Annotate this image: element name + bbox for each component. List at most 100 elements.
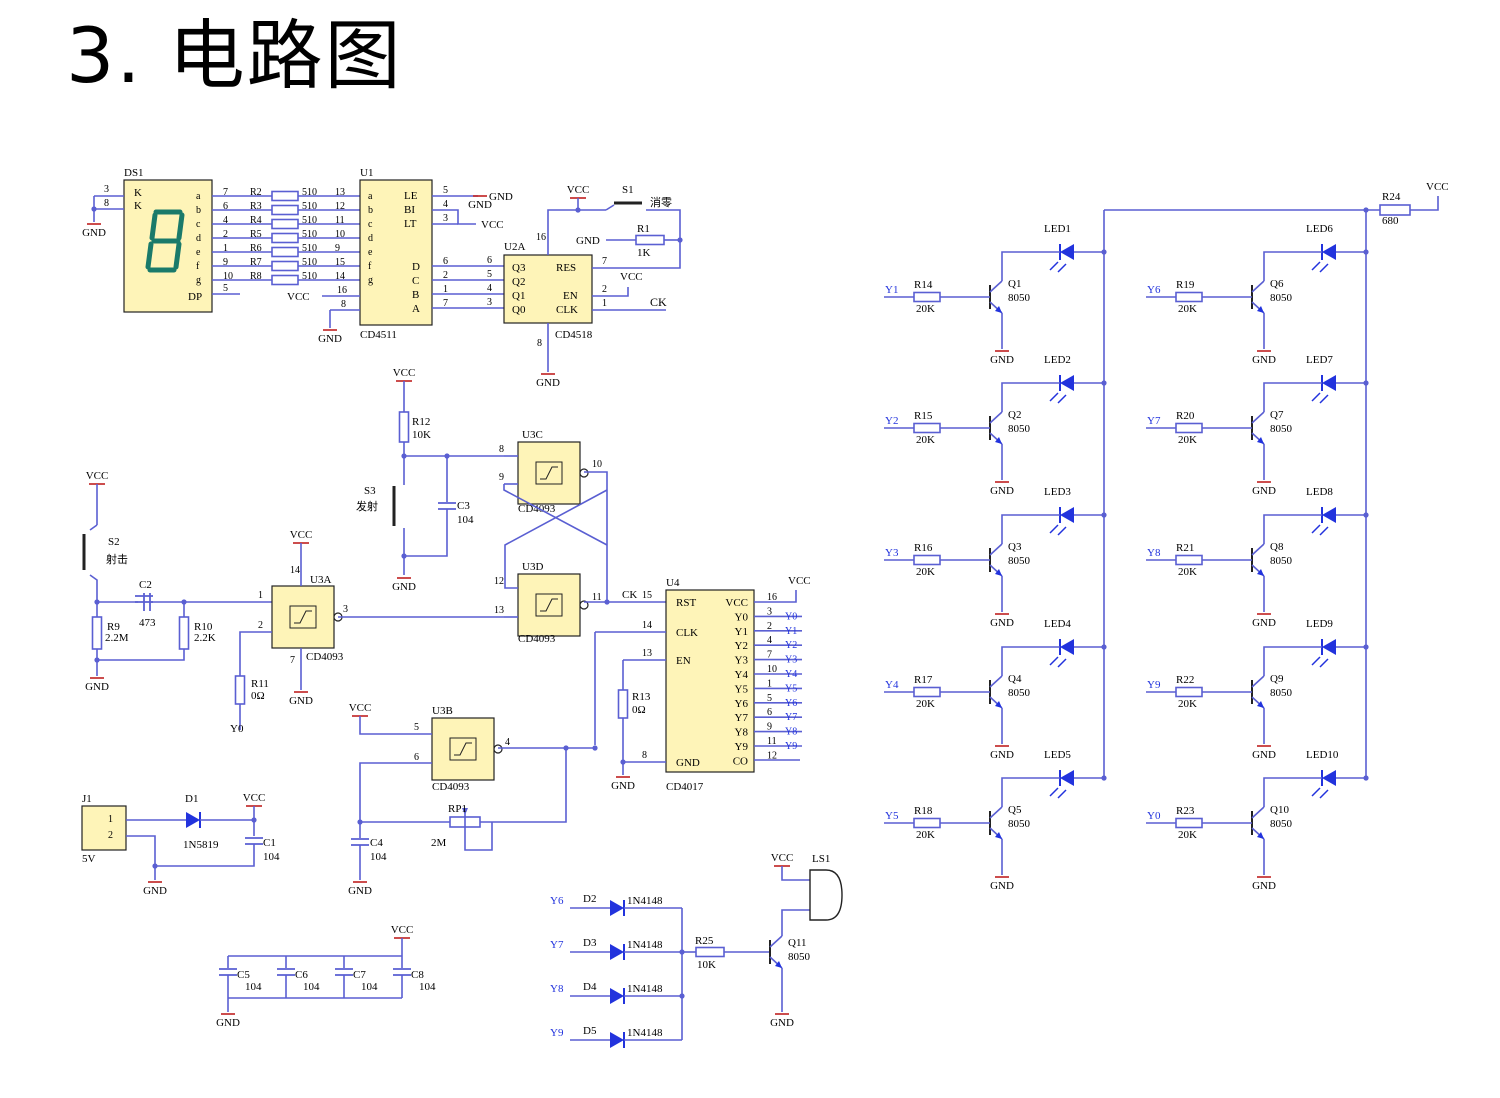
emitter-arrow — [995, 437, 1002, 444]
rb-label: R22 — [1176, 674, 1194, 686]
diode-D5 — [610, 1032, 624, 1048]
gnd-label: GND — [770, 1017, 794, 1029]
wire — [1001, 514, 1060, 544]
rb-label: R16 — [914, 542, 933, 554]
ds1-dp: DP — [188, 291, 202, 303]
seg-label: c — [196, 219, 201, 230]
vcc-label: VCC — [567, 184, 590, 196]
wire — [239, 631, 272, 676]
q-label: Q10 — [1270, 804, 1289, 816]
u1-seg: g — [368, 275, 373, 286]
label: BI — [404, 204, 415, 216]
junction-dot — [604, 599, 610, 605]
label: CLK — [556, 304, 578, 316]
rb-val: 20K — [916, 434, 935, 446]
label: VCC — [620, 271, 643, 283]
u3a-part: CD4093 — [306, 651, 344, 663]
emitter-arrow — [1257, 701, 1264, 708]
u4-pin-num: 3 — [767, 606, 772, 617]
emitter-arrow — [1257, 569, 1264, 576]
label: 473 — [139, 617, 156, 629]
rb-label: R23 — [1176, 805, 1195, 817]
label: D2 — [583, 893, 596, 905]
rb-label: R14 — [914, 279, 933, 291]
u4-pin-name: Y9 — [735, 741, 749, 753]
ls1-label: LS1 — [812, 853, 830, 865]
u1-pin: 13 — [335, 187, 345, 198]
y-net: Y9 — [1147, 679, 1161, 691]
u4-pin-name: VCC — [725, 597, 748, 609]
junction-dot — [91, 206, 97, 212]
y-net: Y4 — [785, 669, 797, 680]
wire — [1263, 382, 1322, 412]
label: 4 — [443, 199, 448, 210]
y-net: Y8 — [785, 727, 797, 738]
u1-seg: f — [368, 261, 372, 272]
label: 4 — [505, 737, 510, 748]
label: VCC — [481, 219, 504, 231]
gnd-label: GND — [1252, 485, 1276, 497]
junction-dot — [620, 759, 626, 765]
q-val: 8050 — [1008, 818, 1031, 830]
res-val: 510 — [302, 215, 317, 226]
rb-label: R18 — [914, 805, 933, 817]
vcc-label: VCC — [86, 470, 109, 482]
wire — [1263, 514, 1322, 544]
label: 8050 — [788, 951, 811, 963]
ds1-label: DS1 — [124, 167, 144, 179]
resistor-r9 — [91, 616, 103, 650]
wire — [480, 748, 567, 823]
wire — [1263, 251, 1322, 281]
ck-net: CK — [650, 295, 667, 309]
res-label: R7 — [250, 257, 262, 268]
resistor-R18 — [913, 817, 941, 829]
wire — [89, 574, 98, 602]
label: 5 — [414, 722, 419, 733]
s3-label: S3 — [364, 485, 376, 497]
u4-pin-num: 16 — [767, 592, 777, 603]
label: C6 — [295, 969, 308, 981]
label: 104 — [457, 514, 474, 526]
q-val: 8050 — [1270, 292, 1293, 304]
seg-label: b — [196, 205, 201, 216]
resistor-r13 — [617, 689, 629, 719]
label: R25 — [695, 935, 714, 947]
junction-dot — [1363, 775, 1369, 781]
label: 1K — [637, 247, 651, 259]
s1-label: S1 — [622, 184, 634, 196]
junction-dot — [401, 553, 407, 559]
led-arrow — [1049, 392, 1059, 402]
wire — [97, 649, 185, 661]
resistor-R2 — [271, 190, 299, 202]
gnd-label: GND — [1252, 749, 1276, 761]
wire — [1410, 196, 1439, 211]
label: 104 — [263, 851, 280, 863]
q-label: Q8 — [1270, 541, 1284, 553]
led-LED4 — [1060, 639, 1074, 655]
resistor-R21 — [1175, 554, 1203, 566]
label: 680 — [1382, 215, 1399, 227]
emitter-arrow — [995, 569, 1002, 576]
led-arrow — [1049, 656, 1059, 666]
label: D — [412, 261, 420, 273]
resistor-R5 — [271, 232, 299, 244]
seg-label: a — [196, 191, 201, 202]
gnd-label: GND — [990, 617, 1014, 629]
gnd-label: GND — [82, 227, 106, 239]
gnd-label: GND — [1252, 354, 1276, 366]
u4-pin-num: 12 — [767, 750, 777, 761]
resistor-r12 — [398, 411, 410, 443]
gnd-label: GND — [1252, 880, 1276, 892]
q-label: Q6 — [1270, 278, 1284, 290]
q-val: 8050 — [1008, 292, 1031, 304]
emitter-arrow — [775, 961, 782, 968]
j1-label: J1 — [82, 793, 92, 805]
u4-pin-num: 11 — [767, 736, 777, 747]
switch-s1 — [605, 204, 615, 211]
led-label: LED5 — [1044, 749, 1071, 761]
wire — [646, 209, 681, 240]
wire — [504, 489, 608, 589]
label: 13 — [494, 605, 504, 616]
label: CLK — [676, 627, 698, 639]
label: 16 — [536, 232, 546, 243]
